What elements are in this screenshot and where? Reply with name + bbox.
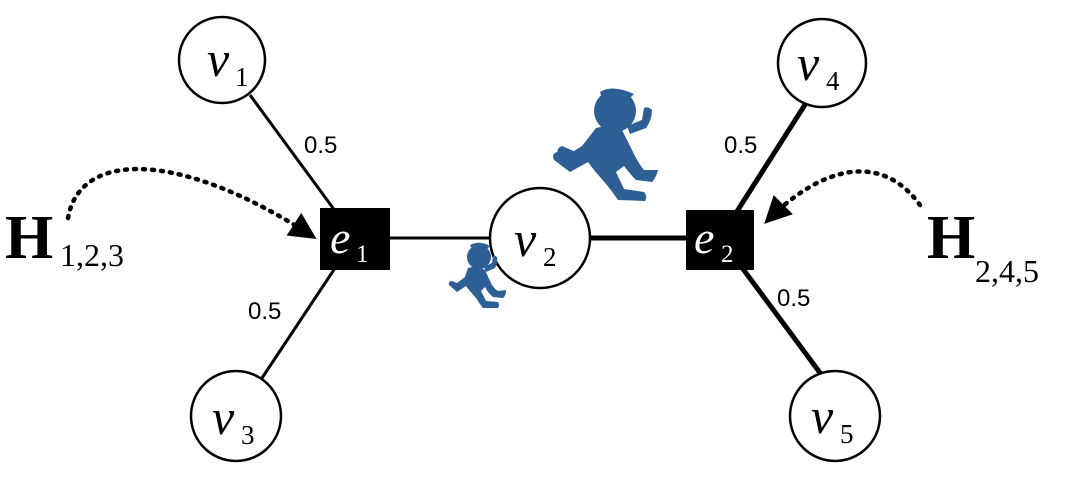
vertex-v1-subscript: 1 xyxy=(235,62,249,92)
vertex-v2-label: v xyxy=(514,211,537,267)
dotted-arrow-left xyxy=(65,166,317,239)
hypergraph-label-right-sub: 2,4,5 xyxy=(975,253,1039,289)
hypergraph-label-left-main: H xyxy=(5,204,53,272)
vertex-v3-label: v xyxy=(212,389,235,445)
hypergraph-label-right-main: H xyxy=(927,204,975,272)
hyperedge-e2-label: e xyxy=(694,212,714,263)
vertex-v1: v 1 xyxy=(177,15,267,105)
hyperedge-e2-subscript: 2 xyxy=(721,241,734,268)
vertex-v4-subscript: 4 xyxy=(826,66,840,96)
vertex-v5-subscript: 5 xyxy=(840,419,854,449)
vertex-v2-subscript: 2 xyxy=(543,242,557,272)
vertex-v5: v 5 xyxy=(788,369,882,463)
vertex-v5-label: v xyxy=(811,388,834,444)
vertex-v4-label: v xyxy=(797,35,820,91)
hypergraph-label-left: H 1,2,3 xyxy=(5,204,124,273)
vertex-v1-label: v xyxy=(207,31,230,87)
weight-v1-e1: 0.5 xyxy=(304,132,337,159)
weight-v5-e2: 0.5 xyxy=(777,285,810,312)
weight-v4-e2: 0.5 xyxy=(724,132,757,159)
hyperedge-e2: e 2 xyxy=(686,210,754,270)
vertex-v2: v 2 xyxy=(488,186,592,290)
vertex-v3: v 3 xyxy=(189,369,283,463)
dotted-arrow-right xyxy=(764,169,923,224)
vertex-v4: v 4 xyxy=(776,17,868,109)
hypergraph-label-right: H 2,4,5 xyxy=(927,204,1039,289)
hyperedge-e1-label: e xyxy=(330,212,350,263)
running-person-icon-large xyxy=(553,88,658,201)
hyperedge-e1: e 1 xyxy=(320,208,390,270)
hypergraph-label-left-sub: 1,2,3 xyxy=(60,237,124,273)
hyperedge-e1-subscript: 1 xyxy=(356,241,369,268)
vertex-v3-subscript: 3 xyxy=(241,420,255,450)
running-person-icon-small xyxy=(448,242,506,308)
weight-v3-e1: 0.5 xyxy=(248,298,281,325)
